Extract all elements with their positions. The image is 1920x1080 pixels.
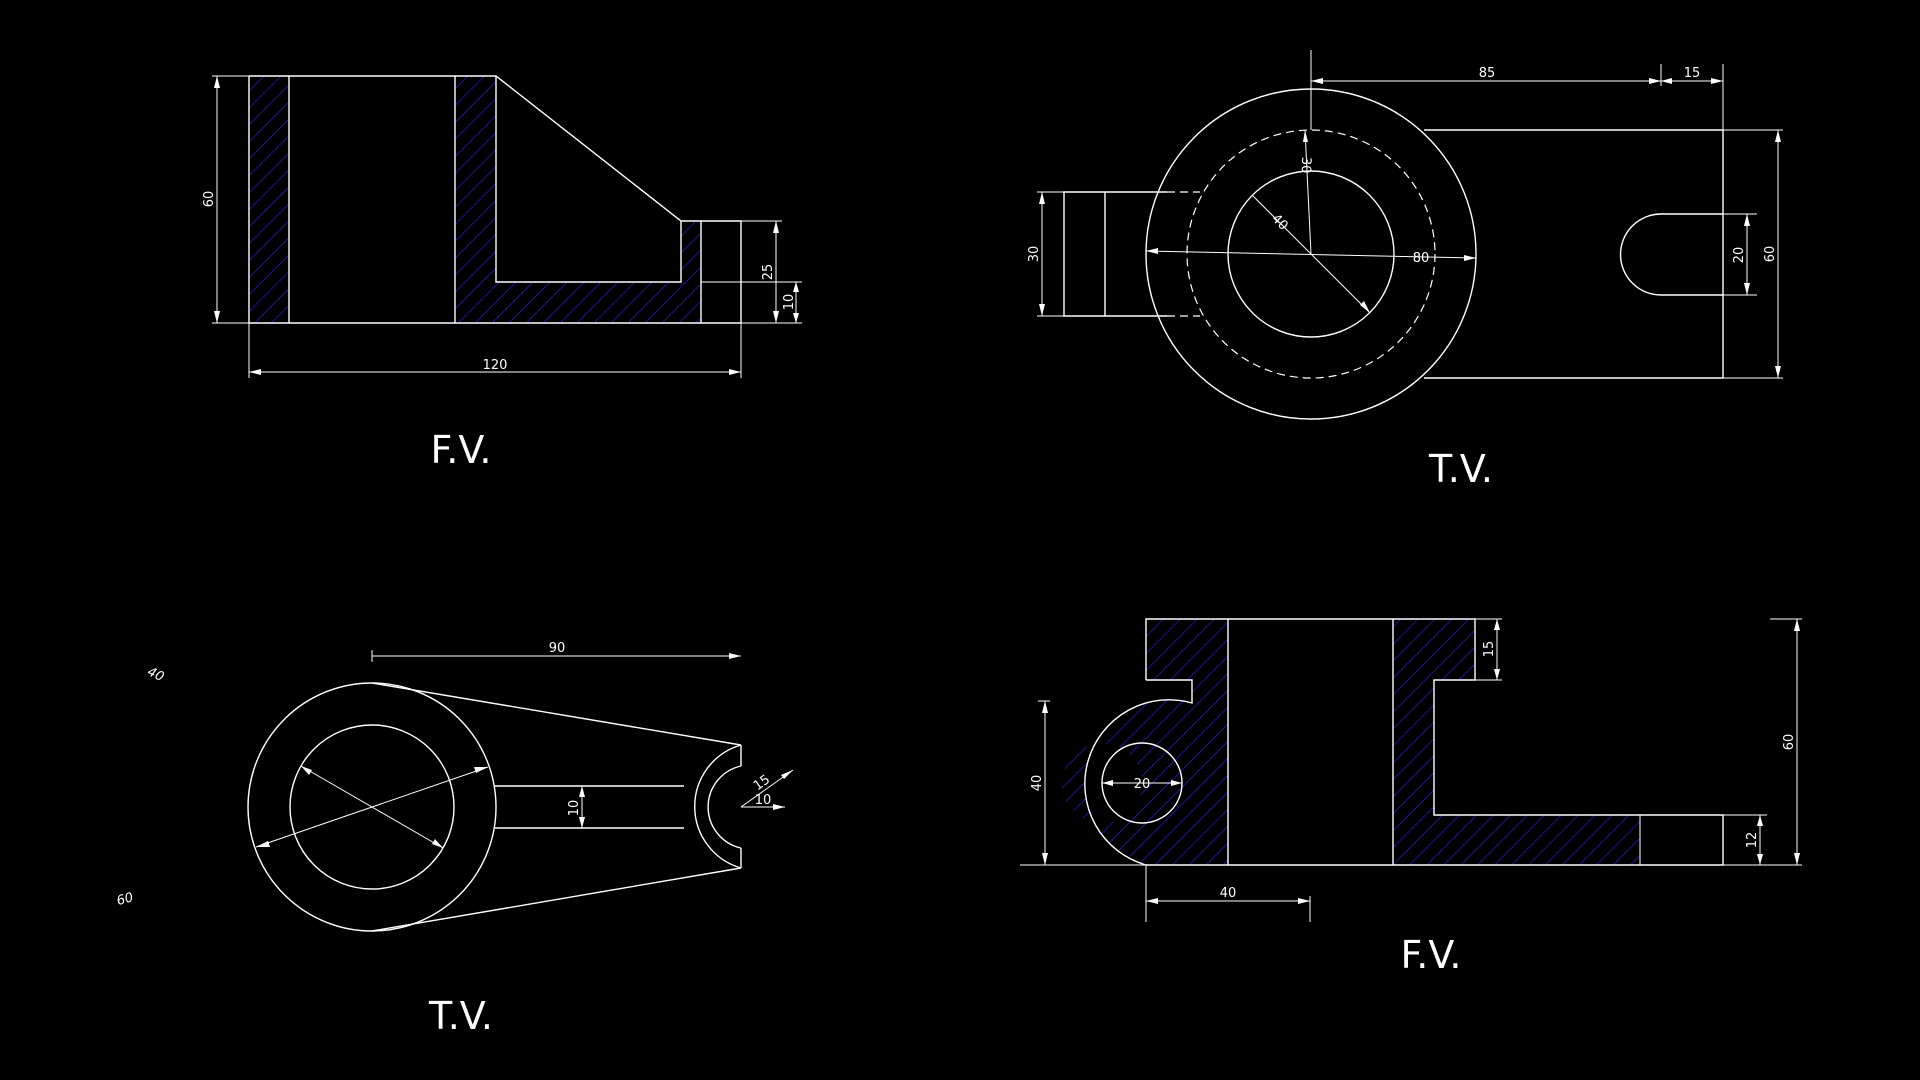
tv1-dim-20: 20 [1732, 247, 1747, 264]
fv2-dim-12: 12 [1745, 832, 1760, 849]
tv2-dim-10: 10 [567, 800, 582, 817]
arrow [1744, 283, 1750, 295]
fv2-dim-40b: 40 [1220, 886, 1237, 901]
arrow [1757, 815, 1763, 826]
hatch-boss-left [1062, 619, 1228, 865]
arrow [301, 766, 312, 775]
arrow [1757, 854, 1763, 865]
arrow [1464, 255, 1476, 261]
arrow [579, 817, 585, 828]
front-view-bottom-right: 15 40 20 60 12 40 F.V. [1020, 618, 1802, 977]
tv1-arm-top [1424, 129, 1724, 214]
tv1-dim-85: 85 [1479, 66, 1496, 81]
arrow [729, 369, 741, 375]
tv2-stray-60: 60 [115, 890, 135, 909]
arrow [1298, 898, 1310, 904]
arrow [432, 839, 443, 848]
fv1-dim-height: 60 [202, 191, 217, 208]
arrow [793, 313, 799, 323]
arrow [579, 786, 585, 797]
arrow [1794, 853, 1800, 865]
fv1-title: F.V. [430, 428, 491, 472]
arrow [249, 369, 261, 375]
hatch-right-wall-base [1393, 619, 1640, 865]
arrow [1171, 780, 1182, 786]
tv2-title: T.V. [428, 994, 493, 1038]
arrow [1744, 214, 1750, 226]
tv1-dim-30b: 30 [1298, 157, 1314, 174]
tv1-boss [1063, 191, 1167, 317]
tv2-arm-bottom [371, 867, 742, 932]
tv2-dim-10b: 10 [755, 793, 772, 808]
arrow [773, 804, 785, 810]
fv2-dim-40: 40 [1030, 775, 1045, 792]
fv2-dim-15: 15 [1482, 641, 1497, 658]
tv2-dim-15: 15 [751, 772, 773, 794]
arrow [1146, 898, 1158, 904]
fv2-dim-20: 20 [1134, 777, 1151, 792]
arrow [1649, 78, 1661, 84]
tv2-inner-circle [289, 724, 455, 890]
arrow [1711, 78, 1723, 84]
arrow [1311, 78, 1323, 84]
tv1-dim-30a: 30 [1027, 246, 1042, 263]
tv1-dim-80: 80 [1413, 251, 1430, 266]
fv1-web [495, 76, 682, 283]
arrow [1042, 853, 1048, 865]
tv1-title: T.V. [1428, 447, 1493, 491]
tv1-dia-30-line [1304, 129, 1312, 255]
tv1-arm-bottom [1424, 295, 1724, 379]
front-view-top-left: 60 120 25 10 F.V. [202, 75, 802, 472]
tv1-dim-15: 15 [1684, 66, 1701, 81]
arrow [1303, 130, 1308, 142]
tv1-hidden-circle [1186, 129, 1436, 379]
fv2-boss-arc [1084, 679, 1193, 866]
fv2-dim-60: 60 [1782, 734, 1797, 751]
arrow [1039, 192, 1045, 204]
arrow [1494, 619, 1500, 630]
tv1-inner-circle [1227, 170, 1395, 338]
fv2-outline-top [1145, 618, 1724, 866]
tv2-dia-line-b [300, 765, 444, 849]
tv2-stray-40: 40 [145, 665, 166, 686]
arrow [1039, 304, 1045, 316]
top-view-top-right: 85 15 30 80 40 30 20 60 T.V. [1027, 50, 1783, 491]
tv2-dim-90: 90 [549, 641, 566, 656]
tv2-slot-inner [707, 765, 742, 849]
arrow [1146, 248, 1158, 254]
top-view-bottom-left: 90 10 15 10 40 60 T.V. [115, 641, 794, 1038]
fv1-dim-10: 10 [782, 294, 797, 311]
tv1-slot [1619, 213, 1723, 296]
arrow [474, 767, 488, 773]
arrow [214, 311, 220, 323]
arrow [214, 76, 220, 88]
fv2-title: F.V. [1400, 933, 1461, 977]
fv1-dim-25: 25 [761, 264, 776, 281]
arrow [256, 841, 270, 847]
arrow [1102, 780, 1113, 786]
arrow [1042, 701, 1048, 713]
arrow [781, 770, 793, 779]
fv1-dim-width: 120 [483, 358, 508, 373]
arrow [729, 653, 741, 659]
arrow [773, 311, 779, 323]
tv2-arm-top [371, 682, 742, 746]
tv1-dim-60: 60 [1763, 246, 1778, 263]
arrow [793, 282, 799, 292]
tv2-slot-outer [694, 744, 742, 869]
arrow [1794, 619, 1800, 631]
hatch-left-wall [249, 76, 289, 323]
arrow [1775, 366, 1781, 378]
arrow [1775, 130, 1781, 142]
arrow [773, 221, 779, 233]
arrow [1661, 78, 1672, 84]
hatch-right-wall-base [455, 76, 701, 323]
arrow [1360, 301, 1370, 313]
arrow [1494, 669, 1500, 680]
